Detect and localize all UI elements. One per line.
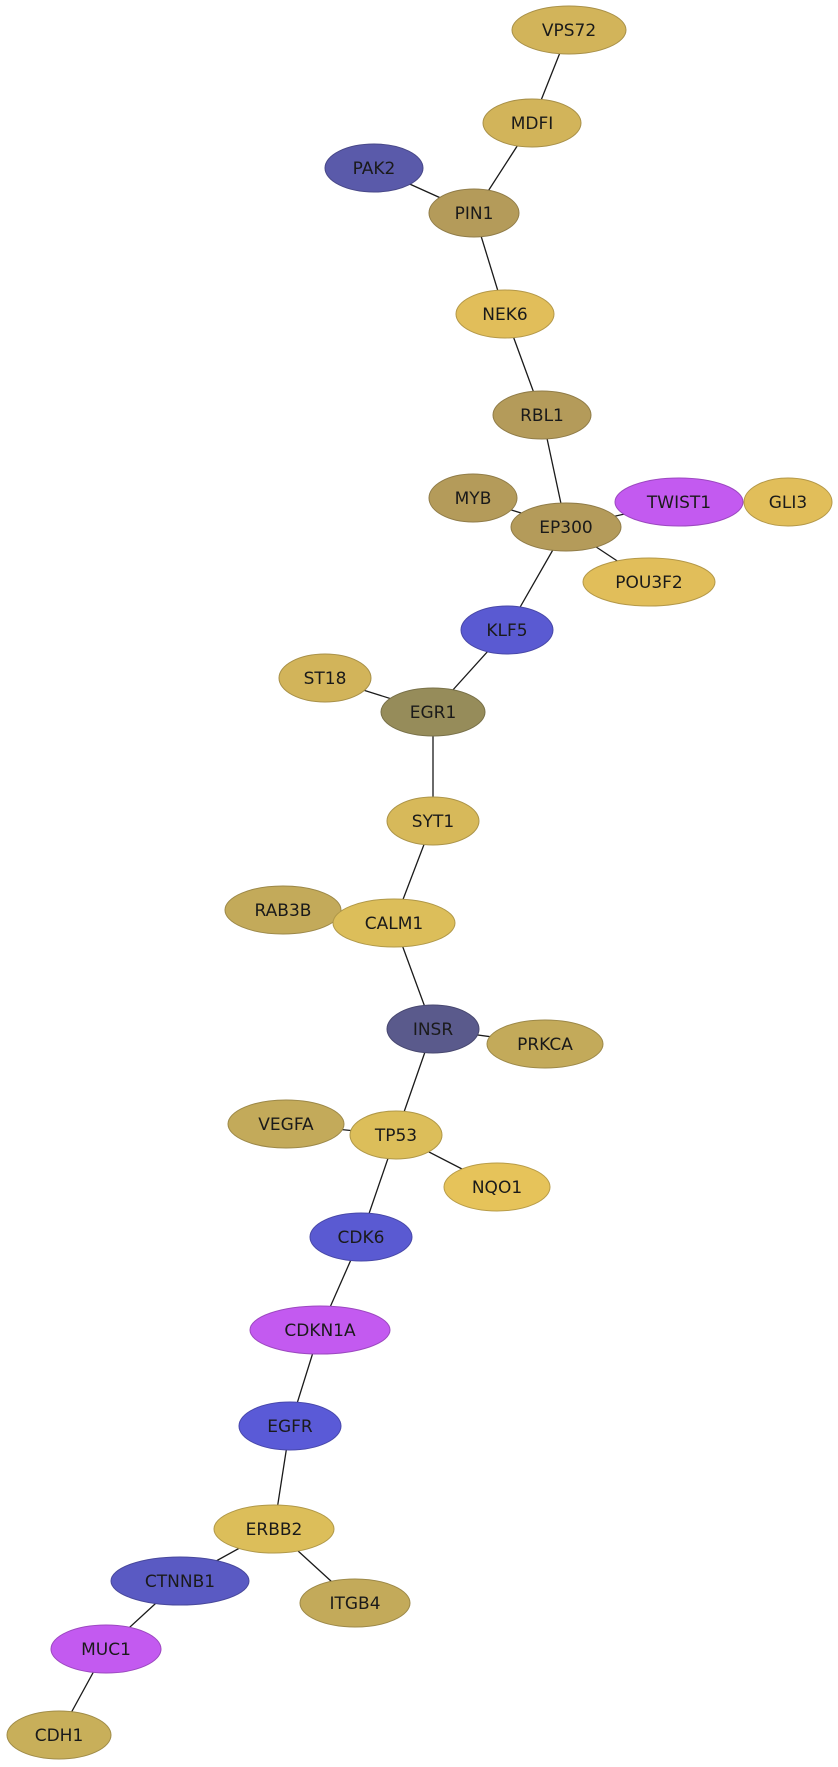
node-shape-ctnnb1: [110, 1556, 250, 1606]
node-label-muc1: MUC1: [81, 1640, 131, 1660]
node-label-pou3f2: POU3F2: [615, 573, 683, 593]
node-shape-ep300: [510, 502, 622, 552]
node-shape-nek6: [455, 289, 555, 339]
node-cdk6[interactable]: CDK6: [309, 1212, 413, 1262]
node-gli3[interactable]: GLI3: [743, 477, 833, 527]
node-label-rbl1: RBL1: [520, 406, 564, 426]
node-shape-egfr: [238, 1401, 342, 1451]
node-tp53[interactable]: TP53: [349, 1110, 443, 1160]
node-label-ep300: EP300: [539, 518, 592, 538]
node-itgb4[interactable]: ITGB4: [299, 1578, 411, 1628]
node-twist1[interactable]: TWIST1: [614, 477, 744, 527]
node-label-syt1: SYT1: [412, 812, 454, 832]
node-insr[interactable]: INSR: [386, 1004, 480, 1054]
node-muc1[interactable]: MUC1: [50, 1624, 162, 1674]
node-label-pin1: PIN1: [455, 204, 494, 224]
node-shape-cdkn1a: [249, 1305, 391, 1355]
node-shape-myb: [428, 473, 518, 523]
node-shape-klf5: [460, 605, 554, 655]
node-shape-calm1: [332, 898, 456, 948]
node-egr1[interactable]: EGR1: [380, 687, 486, 737]
node-rbl1[interactable]: RBL1: [492, 390, 592, 440]
node-vegfa[interactable]: VEGFA: [227, 1099, 345, 1149]
node-shape-cdk6: [309, 1212, 413, 1262]
node-shape-mdfi: [482, 98, 582, 148]
node-shape-itgb4: [299, 1578, 411, 1628]
node-nek6[interactable]: NEK6: [455, 289, 555, 339]
node-label-vegfa: VEGFA: [258, 1115, 314, 1135]
node-erbb2[interactable]: ERBB2: [213, 1504, 335, 1554]
node-pak2[interactable]: PAK2: [324, 143, 424, 193]
node-shape-prkca: [486, 1019, 604, 1069]
node-shape-nqo1: [443, 1162, 551, 1212]
node-shape-rbl1: [492, 390, 592, 440]
node-myb[interactable]: MYB: [428, 473, 518, 523]
node-pin1[interactable]: PIN1: [428, 188, 520, 238]
node-label-vps72: VPS72: [542, 21, 596, 41]
node-syt1[interactable]: SYT1: [386, 796, 480, 846]
node-cdkn1a[interactable]: CDKN1A: [249, 1305, 391, 1355]
node-label-tp53: TP53: [374, 1126, 417, 1146]
node-egfr[interactable]: EGFR: [238, 1401, 342, 1451]
node-rab3b[interactable]: RAB3B: [224, 885, 342, 935]
node-calm1[interactable]: CALM1: [332, 898, 456, 948]
node-shape-twist1: [614, 477, 744, 527]
node-st18[interactable]: ST18: [278, 653, 372, 703]
node-shape-vegfa: [227, 1099, 345, 1149]
node-label-klf5: KLF5: [486, 621, 527, 641]
node-shape-vps72: [511, 5, 627, 55]
node-shape-insr: [386, 1004, 480, 1054]
node-label-rab3b: RAB3B: [255, 901, 312, 921]
node-pou3f2[interactable]: POU3F2: [582, 557, 716, 607]
node-shape-egr1: [380, 687, 486, 737]
node-shape-cdh1: [6, 1710, 112, 1760]
node-shape-st18: [278, 653, 372, 703]
node-shape-tp53: [349, 1110, 443, 1160]
node-prkca[interactable]: PRKCA: [486, 1019, 604, 1069]
node-label-pak2: PAK2: [353, 159, 396, 179]
node-shape-pak2: [324, 143, 424, 193]
node-label-erbb2: ERBB2: [246, 1520, 303, 1540]
edge-layer: [58, 29, 680, 1736]
node-shape-syt1: [386, 796, 480, 846]
node-label-cdh1: CDH1: [35, 1726, 84, 1746]
node-ep300[interactable]: EP300: [510, 502, 622, 552]
node-label-egr1: EGR1: [410, 703, 457, 723]
node-label-insr: INSR: [413, 1020, 454, 1040]
node-shape-gli3: [743, 477, 833, 527]
node-label-ctnnb1: CTNNB1: [145, 1572, 215, 1592]
node-label-nqo1: NQO1: [472, 1178, 522, 1198]
node-vps72[interactable]: VPS72: [511, 5, 627, 55]
node-label-cdkn1a: CDKN1A: [284, 1321, 356, 1341]
node-klf5[interactable]: KLF5: [460, 605, 554, 655]
node-ctnnb1[interactable]: CTNNB1: [110, 1556, 250, 1606]
node-label-nek6: NEK6: [482, 305, 527, 325]
node-label-cdk6: CDK6: [338, 1228, 385, 1248]
node-label-prkca: PRKCA: [517, 1035, 573, 1055]
node-shape-rab3b: [224, 885, 342, 935]
node-label-gli3: GLI3: [769, 493, 807, 513]
node-mdfi[interactable]: MDFI: [482, 98, 582, 148]
node-label-calm1: CALM1: [365, 914, 423, 934]
node-label-twist1: TWIST1: [646, 493, 711, 513]
node-label-egfr: EGFR: [267, 1417, 313, 1437]
node-shape-erbb2: [213, 1504, 335, 1554]
node-label-itgb4: ITGB4: [329, 1594, 380, 1614]
node-shape-pin1: [428, 188, 520, 238]
node-label-st18: ST18: [304, 669, 347, 689]
node-cdh1[interactable]: CDH1: [6, 1710, 112, 1760]
node-nqo1[interactable]: NQO1: [443, 1162, 551, 1212]
node-shape-pou3f2: [582, 557, 716, 607]
node-shape-muc1: [50, 1624, 162, 1674]
node-label-mdfi: MDFI: [511, 114, 554, 134]
node-label-myb: MYB: [455, 489, 492, 509]
